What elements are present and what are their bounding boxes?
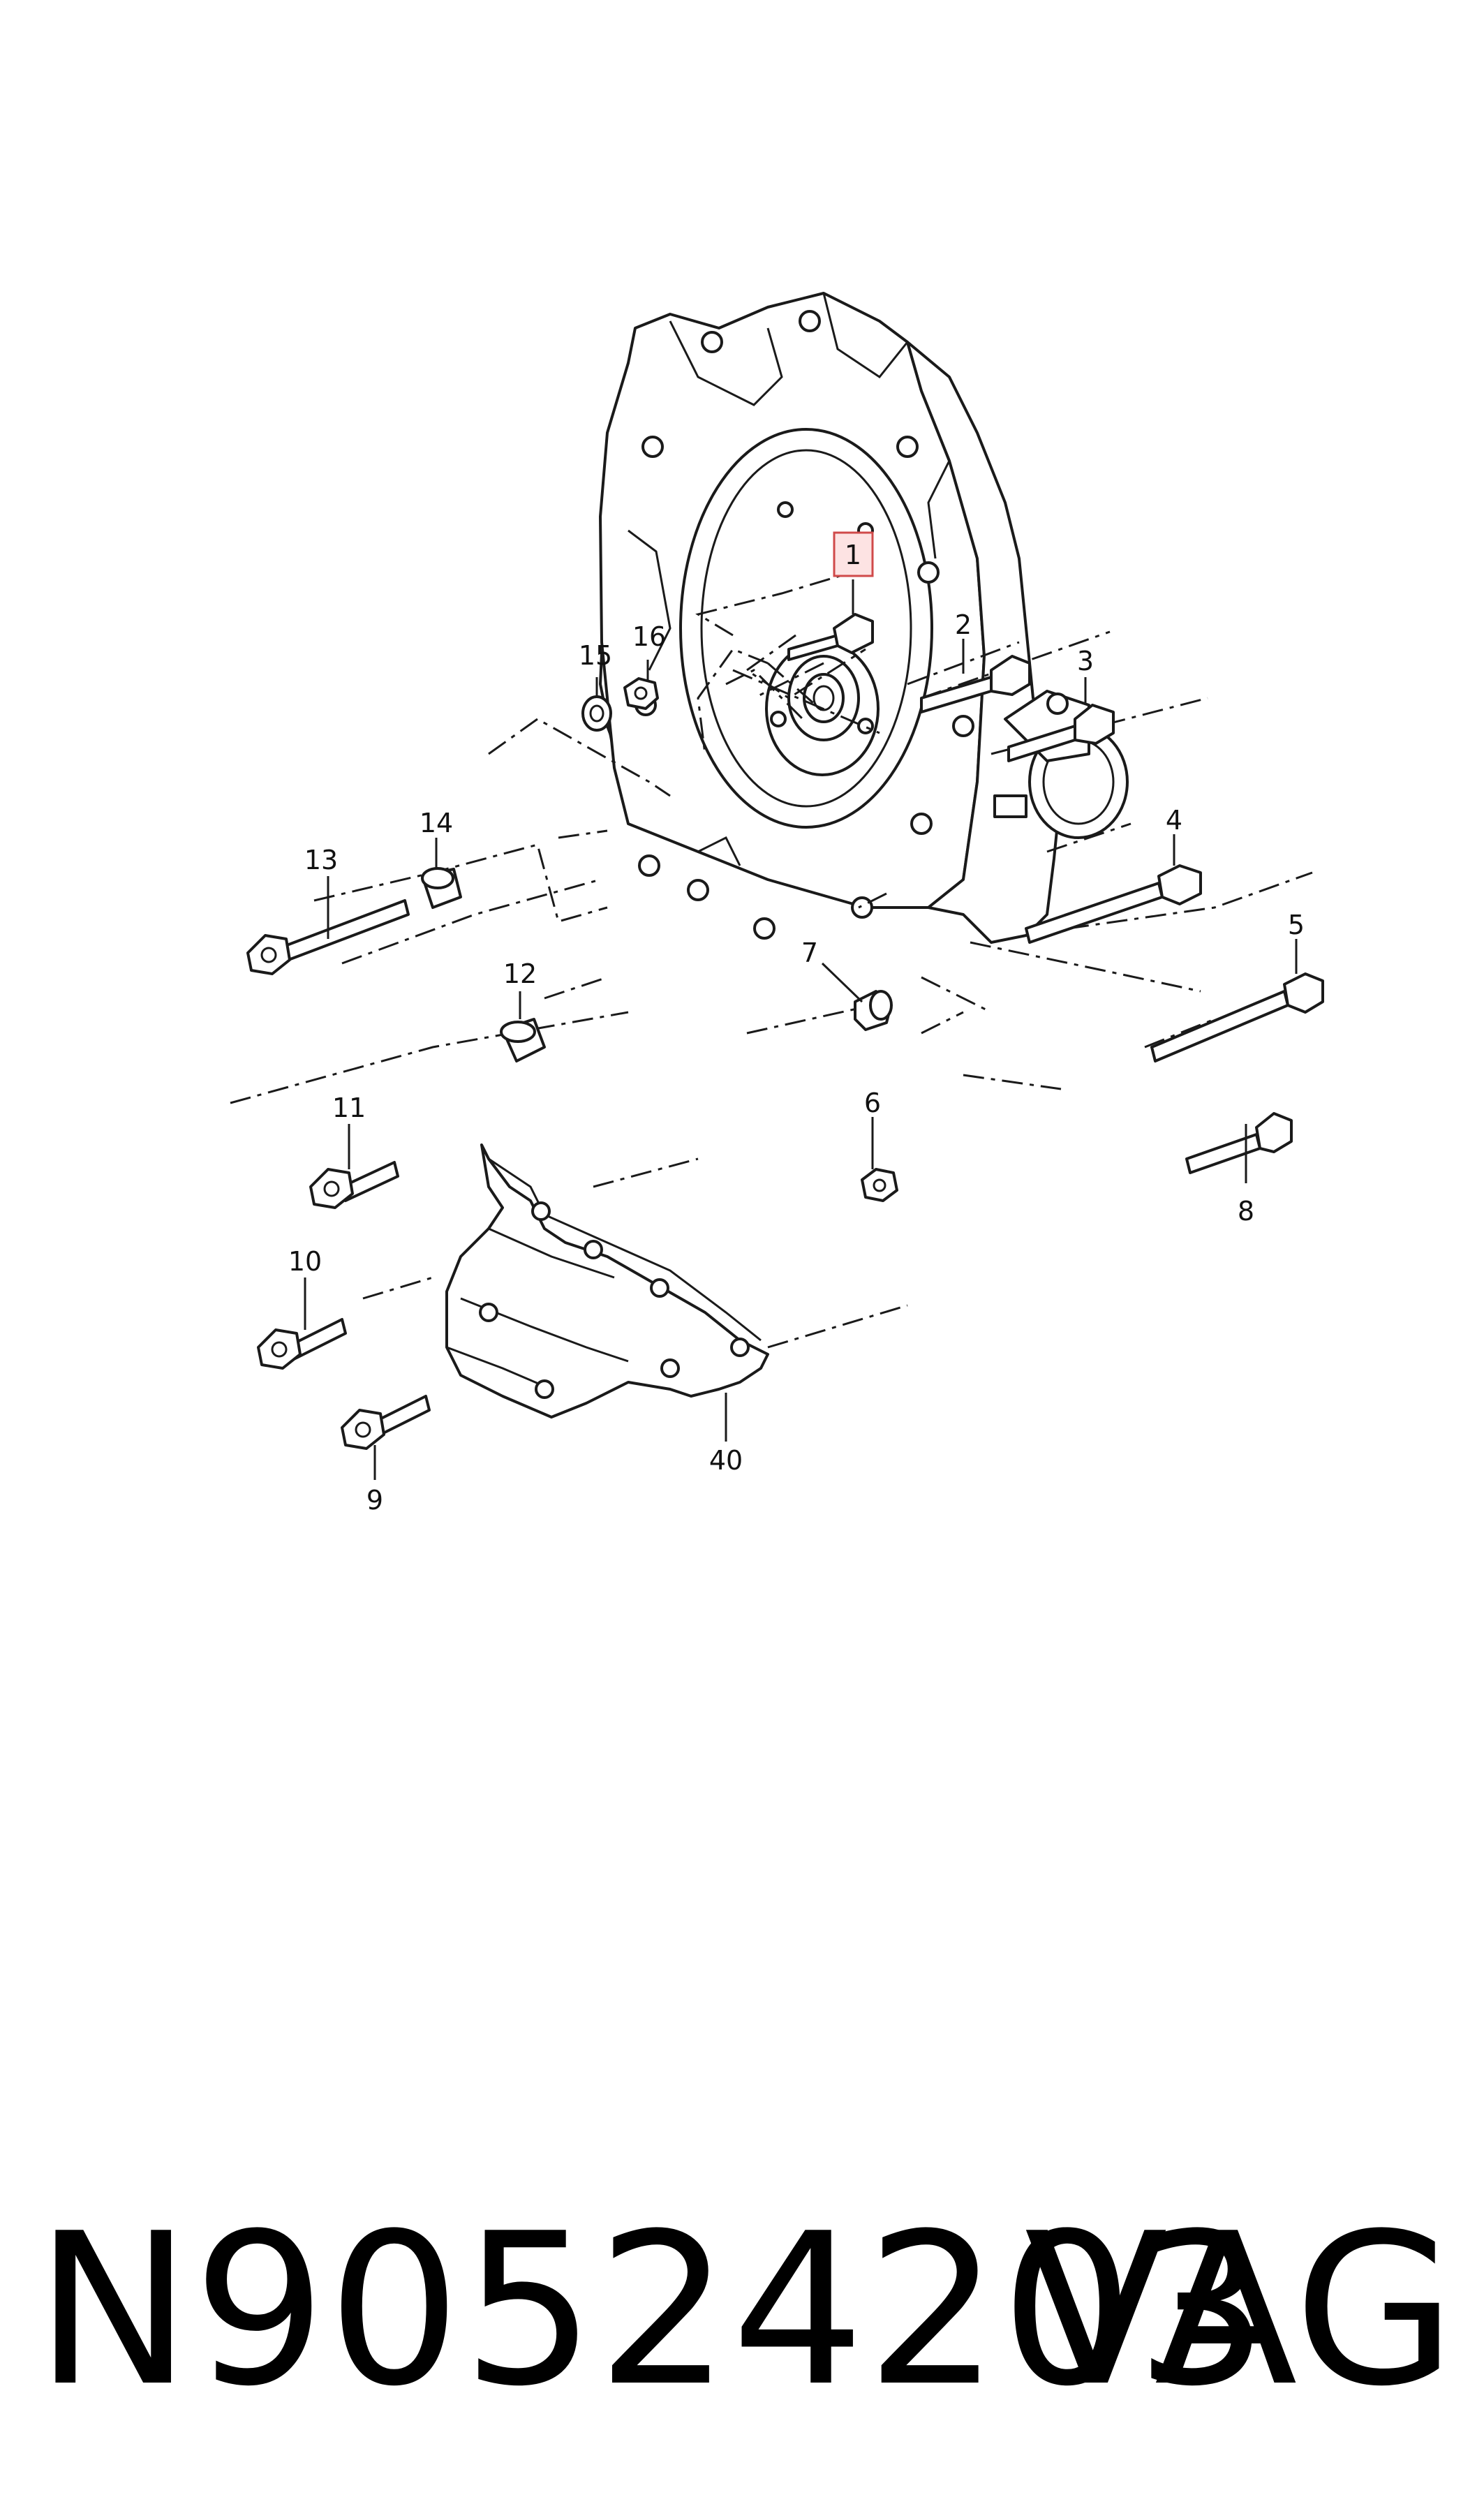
callout-1[interactable]: 1 [845,540,861,570]
nut-6 [861,1168,898,1202]
part-footer: N90524203 VAG [0,2199,1484,2422]
bracket-40 [445,1143,769,1419]
callout-16[interactable]: 16 [632,621,666,652]
bolt-4 [1025,864,1202,944]
bolt-2 [920,655,1031,713]
callouts: 1 2 3 4 5 6 7 8 9 10 11 12 13 14 15 16 4… [288,531,1305,1516]
sleeve-12 [500,1018,546,1062]
callout-5[interactable]: 5 [1288,910,1305,940]
callout-1-highlight [833,531,874,577]
callout-4[interactable]: 4 [1166,805,1182,836]
bolt-10 [257,1318,347,1370]
bolt-8 [1185,1112,1293,1174]
brand-name: VAG [1024,2189,1456,2432]
callout-9[interactable]: 9 [366,1485,383,1516]
assembly-lines [230,571,1313,1349]
bolt-13 [246,899,410,975]
bolt-9 [341,1395,431,1450]
callout-3[interactable]: 3 [1077,646,1094,676]
callout-2[interactable]: 2 [955,609,972,640]
callout-10[interactable]: 10 [288,1246,322,1277]
callout-15[interactable]: 15 [579,640,612,671]
bolt-3 [1007,704,1115,762]
callout-12[interactable]: 12 [503,958,537,989]
sleeve-14 [421,867,462,909]
callout-11[interactable]: 11 [332,1093,366,1123]
sleeve-7 [854,990,893,1031]
part-number: N90524203 [35,2189,1270,2432]
bolt-1 [787,613,874,661]
callout-6[interactable]: 6 [864,1088,881,1118]
bolt-5 [1150,972,1324,1062]
bolt-11 [309,1161,399,1209]
washer-15 [581,695,612,732]
flange-bolt-holes [635,310,974,940]
callout-14[interactable]: 14 [420,808,453,838]
callout-13[interactable]: 13 [304,845,338,875]
callout-7[interactable]: 7 [801,938,818,968]
callout-8[interactable]: 8 [1238,1196,1254,1227]
callout-40[interactable]: 40 [709,1445,743,1476]
leader-lines [304,579,1298,1480]
exploded-parts-diagram: 1 2 3 4 5 6 7 8 9 10 11 12 13 14 15 16 4… [230,292,1324,1516]
nut-16 [623,677,659,710]
